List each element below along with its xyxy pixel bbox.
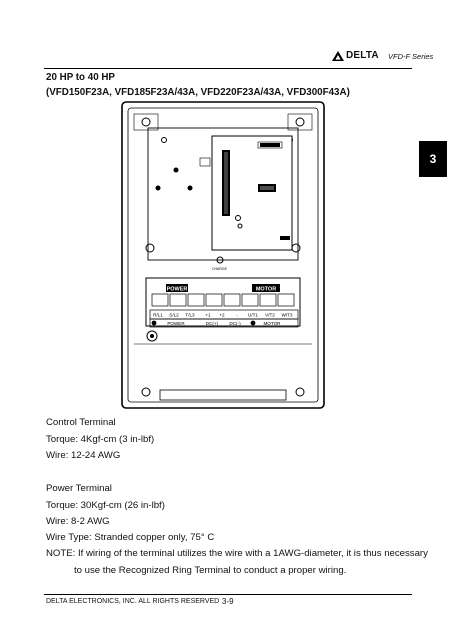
- label-power: POWER: [167, 321, 185, 326]
- mount-hole-bottom-left: [141, 387, 151, 397]
- terminal-minus: -: [236, 313, 238, 318]
- power-terminal-wire: Wire: 8-2 AWG: [46, 516, 110, 527]
- drive-terminal-diagram: CHARGE POWER MOTOR R/L1 S/L2 T/L3 +1 +2 …: [121, 101, 325, 409]
- control-terminal-torque: Torque: 4Kgf-cm (3 in-lbf): [46, 434, 155, 445]
- motor-group-badge: [252, 284, 280, 292]
- mount-hole-top-left: [141, 117, 151, 127]
- power-terminal-torque: Torque: 30Kgf-cm (26 in-lbf): [46, 500, 165, 511]
- control-terminal-heading: Control Terminal: [46, 417, 116, 428]
- note-line-1: NOTE: If wiring of the terminal utilizes…: [46, 548, 428, 559]
- footer-copyright: DELTA ELECTRONICS, INC. ALL RIGHTS RESER…: [46, 598, 220, 605]
- power-terminal-area: [145, 277, 301, 327]
- footer-rule: [44, 594, 412, 595]
- drive-housing: [121, 101, 325, 409]
- mount-hole-top-right: [295, 117, 305, 127]
- charge-led: [216, 256, 224, 264]
- terminal-u-t1: U/T1: [248, 313, 258, 318]
- terminal-plus1: +1: [205, 313, 211, 318]
- motor-group-label: MOTOR: [256, 287, 276, 293]
- terminal-plus2: +2: [219, 313, 225, 318]
- drive-inner-frame: [127, 107, 319, 403]
- page-number: 3-9: [222, 597, 234, 606]
- power-terminal-heading: Power Terminal: [46, 483, 112, 494]
- terminal-r-l1: R/L1: [153, 313, 163, 318]
- ground-screw: [146, 330, 158, 342]
- power-group-badge: [166, 284, 188, 292]
- conduit-plate: [159, 389, 287, 401]
- terminal-screws: [151, 293, 295, 307]
- delta-triangle-icon: [332, 51, 344, 61]
- terminal-t-l3: T/L3: [185, 313, 195, 318]
- control-terminal-block: [222, 150, 230, 216]
- power-terminal-wire-type: Wire Type: Stranded copper only, 75° C: [46, 532, 215, 543]
- terminal-v-t2: V/T2: [265, 313, 275, 318]
- label-dc-minus: DC(-): [229, 321, 241, 326]
- power-group-label: POWER: [167, 287, 188, 293]
- section-models: (VFD150F23A, VFD185F23A/43A, VFD220F23A/…: [46, 87, 350, 98]
- control-terminal-wire: Wire: 12-24 AWG: [46, 450, 121, 461]
- series-name: VFD-F Series: [388, 52, 434, 61]
- brand-name: DELTA: [346, 50, 379, 61]
- chapter-tab: 3: [419, 141, 447, 177]
- section-title: 20 HP to 40 HP: [46, 72, 115, 83]
- terminal-w-t3: W/T3: [282, 313, 293, 318]
- terminal-s-l2: S/L2: [169, 313, 179, 318]
- svg-text:CHARGE: CHARGE: [212, 267, 228, 271]
- header-rule: [44, 68, 412, 69]
- label-dc-plus: DC(+): [206, 321, 219, 326]
- delta-logo: DELTA VFD-F Series: [332, 50, 436, 66]
- mount-hole-bottom-right: [295, 387, 305, 397]
- label-motor: MOTOR: [263, 321, 281, 326]
- note-line-2: to use the Recognized Ring Terminal to c…: [74, 565, 347, 576]
